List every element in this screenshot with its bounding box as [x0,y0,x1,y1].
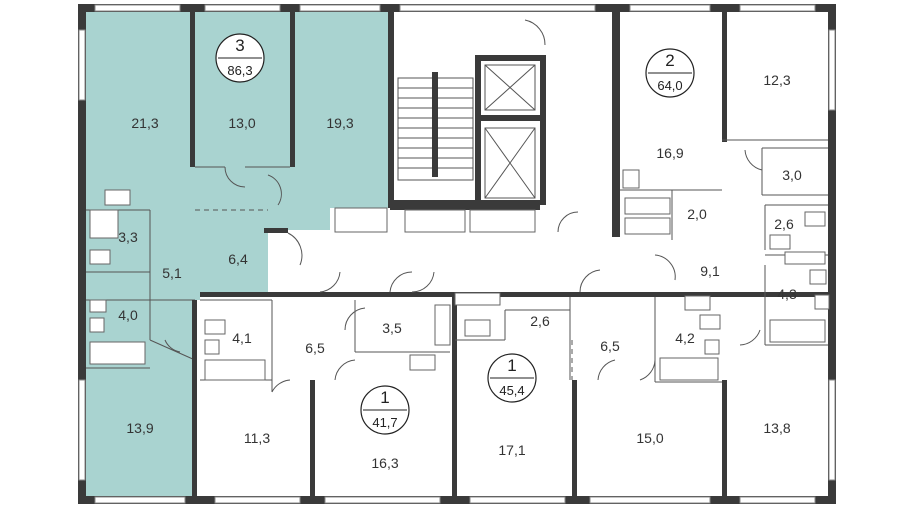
apartment-2-rooms: 2 [665,51,674,70]
door-swings [164,19,763,393]
room-area-label: 2,6 [530,313,550,329]
windows-bottom [94,496,816,504]
apartment-3-highlight[interactable] [85,12,390,498]
interior-walls [86,12,830,496]
room-area-label: 5,1 [162,265,182,281]
room-area-label: 13,8 [763,420,790,436]
apartment-badge-1a[interactable]: 1 41,7 [360,385,410,435]
room-area-label: 6,4 [228,251,248,267]
room-area-label: 4,3 [777,286,797,302]
apartment-1a-area: 41,7 [372,415,397,430]
fixtures [89,169,830,381]
room-area-label: 21,3 [131,115,158,131]
apartment-1a-rooms: 1 [380,388,389,407]
apartment-3-area: 86,3 [227,63,252,78]
room-area-label: 13,0 [228,115,255,131]
apartment-1b-rooms: 1 [507,356,516,375]
apartment-3-rooms: 3 [235,36,244,55]
apartment-badge-1b[interactable]: 1 45,4 [487,353,537,403]
room-area-label: 12,3 [763,72,790,88]
elevators [484,64,536,199]
room-area-label: 2,6 [774,216,794,232]
windows-sides [78,29,836,481]
room-area-label: 3,5 [382,320,402,336]
room-area-label: 3,0 [782,167,802,183]
room-area-label: 6,5 [600,338,620,354]
apartment-1b-area: 45,4 [499,383,524,398]
room-area-label: 6,5 [305,340,325,356]
apartment-2-area: 64,0 [657,78,682,93]
room-area-label: 9,1 [700,263,720,279]
room-area-label: 13,9 [126,420,153,436]
room-area-label: 2,0 [687,206,707,222]
apartment-badge-2[interactable]: 2 64,0 [645,48,695,98]
stair-flights [397,72,474,181]
room-area-label: 19,3 [326,115,353,131]
room-area-label: 15,0 [636,430,663,446]
room-labels: 21,3 13,0 19,3 3,3 5,1 6,4 4,0 13,9 4,1 … [118,72,802,471]
apartment-badge-3[interactable]: 3 86,3 [215,33,265,83]
room-area-label: 11,3 [244,430,270,446]
room-area-label: 3,3 [118,229,138,245]
room-area-label: 16,3 [371,455,398,471]
room-area-label: 17,1 [498,442,525,458]
room-area-label: 16,9 [656,145,683,161]
room-area-label: 4,1 [232,330,252,346]
room-area-label: 4,0 [118,307,138,323]
windows-top [94,4,816,12]
room-area-label: 4,2 [675,330,695,346]
